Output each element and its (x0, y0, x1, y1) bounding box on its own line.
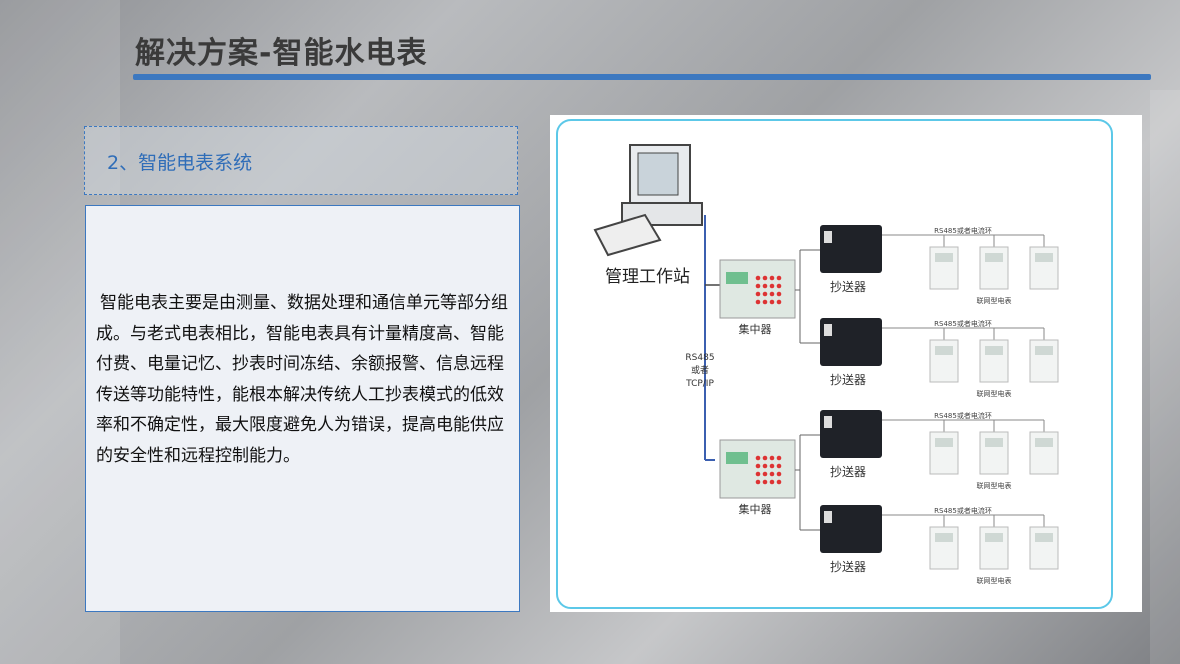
workstation-label: 管理工作站 (605, 267, 690, 287)
concentrator-icon (719, 259, 796, 319)
collector-label: 抄送器 (830, 559, 866, 574)
collector-icon (820, 318, 882, 366)
computer-icon (593, 144, 703, 257)
bus-label-3: TCP/IP (685, 379, 714, 389)
meter-icon (979, 526, 1009, 570)
collector-icon (820, 505, 882, 553)
section-title: 2、智能电表系统 (107, 152, 253, 174)
meter-icon (929, 526, 959, 570)
bus-label-1: RS485 (685, 353, 714, 363)
meter-bus-label: RS485或者电流环 (934, 506, 992, 515)
concentrator-label: 集中器 (739, 502, 772, 516)
meter-group-label: 联网型电表 (977, 576, 1012, 585)
meter-icon (929, 431, 959, 475)
collector-label: 抄送器 (830, 464, 866, 479)
meter-icon (979, 339, 1009, 383)
meter-group-label: 联网型电表 (977, 296, 1012, 305)
section-header: 2、智能电表系统 (84, 126, 518, 195)
meter-icon (979, 431, 1009, 475)
concentrator-icon (719, 439, 796, 499)
meter-icon (1029, 246, 1059, 290)
bus-label-2: 或者 (691, 364, 709, 376)
diagram-frame (556, 119, 1113, 609)
meter-group-label: 联网型电表 (977, 481, 1012, 490)
meter-icon (1029, 339, 1059, 383)
meter-icon (1029, 526, 1059, 570)
description-panel: 智能电表主要是由测量、数据处理和通信单元等部分组成。与老式电表相比，智能电表具有… (85, 205, 520, 612)
concentrator-label: 集中器 (739, 322, 772, 336)
meter-icon (979, 246, 1009, 290)
title-underline (133, 74, 1151, 80)
meter-icon (929, 246, 959, 290)
meter-group-label: 联网型电表 (977, 389, 1012, 398)
meter-bus-label: RS485或者电流环 (934, 319, 992, 328)
meter-bus-label: RS485或者电流环 (934, 411, 992, 420)
collector-label: 抄送器 (830, 372, 866, 387)
collector-icon (820, 225, 882, 273)
collector-label: 抄送器 (830, 279, 866, 294)
description-text: 智能电表主要是由测量、数据处理和通信单元等部分组成。与老式电表相比，智能电表具有… (96, 293, 508, 466)
meter-bus-label: RS485或者电流环 (934, 226, 992, 235)
page-title: 解决方案-智能水电表 (135, 36, 428, 71)
meter-icon (929, 339, 959, 383)
meter-icon (1029, 431, 1059, 475)
collector-icon (820, 410, 882, 458)
